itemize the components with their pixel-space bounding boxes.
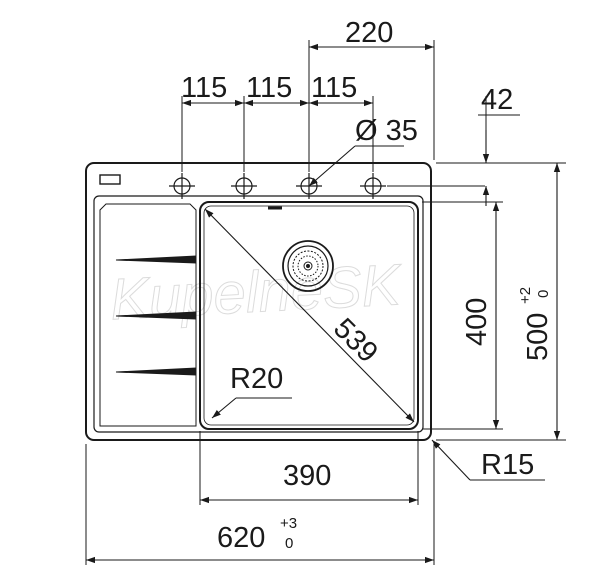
dim-400-label: 400 (461, 298, 493, 346)
leader-r20 (211, 397, 237, 419)
drainer-area (99, 203, 197, 427)
dim-620-label: 620 (217, 522, 265, 554)
drainer-rib-2 (115, 311, 197, 320)
dim-115-label-2: 115 (246, 72, 292, 104)
dim-539-label: 539 (327, 312, 384, 369)
bowl-inner-outline (203, 205, 415, 426)
watermark: KupelneSK (109, 252, 405, 332)
tap-hole-2-icon (231, 173, 257, 199)
dim-500-tol-lower: 0 (535, 290, 552, 298)
leader-dia35 (308, 145, 356, 187)
dim-dia35-label: Ø 35 (355, 115, 418, 147)
tap-holes (169, 173, 386, 199)
sink-inner-outline (93, 195, 424, 433)
extension-lines (85, 40, 566, 565)
dim-line-539 (204, 208, 415, 423)
dim-42-label: 42 (481, 84, 513, 116)
drainer-rib-1 (115, 255, 197, 264)
dimension-lines (86, 43, 561, 564)
dim-500-label: 500 (522, 313, 554, 361)
dim-115-label-3: 115 (311, 72, 357, 104)
bowl-outline (199, 201, 419, 430)
dim-115-label-1: 115 (181, 72, 227, 104)
dim-390-label: 390 (283, 460, 331, 492)
sink-outer-outline (85, 162, 432, 441)
overflow-slot (99, 174, 121, 185)
drainer-rib-3 (115, 367, 197, 376)
tap-hole-1-icon (169, 173, 195, 199)
dim-r20-label: R20 (230, 363, 283, 395)
dim-220-label: 220 (345, 17, 393, 49)
leader-r15 (431, 439, 471, 481)
dim-r15-label: R15 (481, 449, 534, 481)
dim-620-tol-lower: 0 (285, 535, 293, 552)
dim-500-tol-upper: +2 (517, 287, 534, 304)
dim-620-tol-upper: +3 (280, 515, 297, 532)
tap-hole-4-icon (360, 173, 386, 199)
